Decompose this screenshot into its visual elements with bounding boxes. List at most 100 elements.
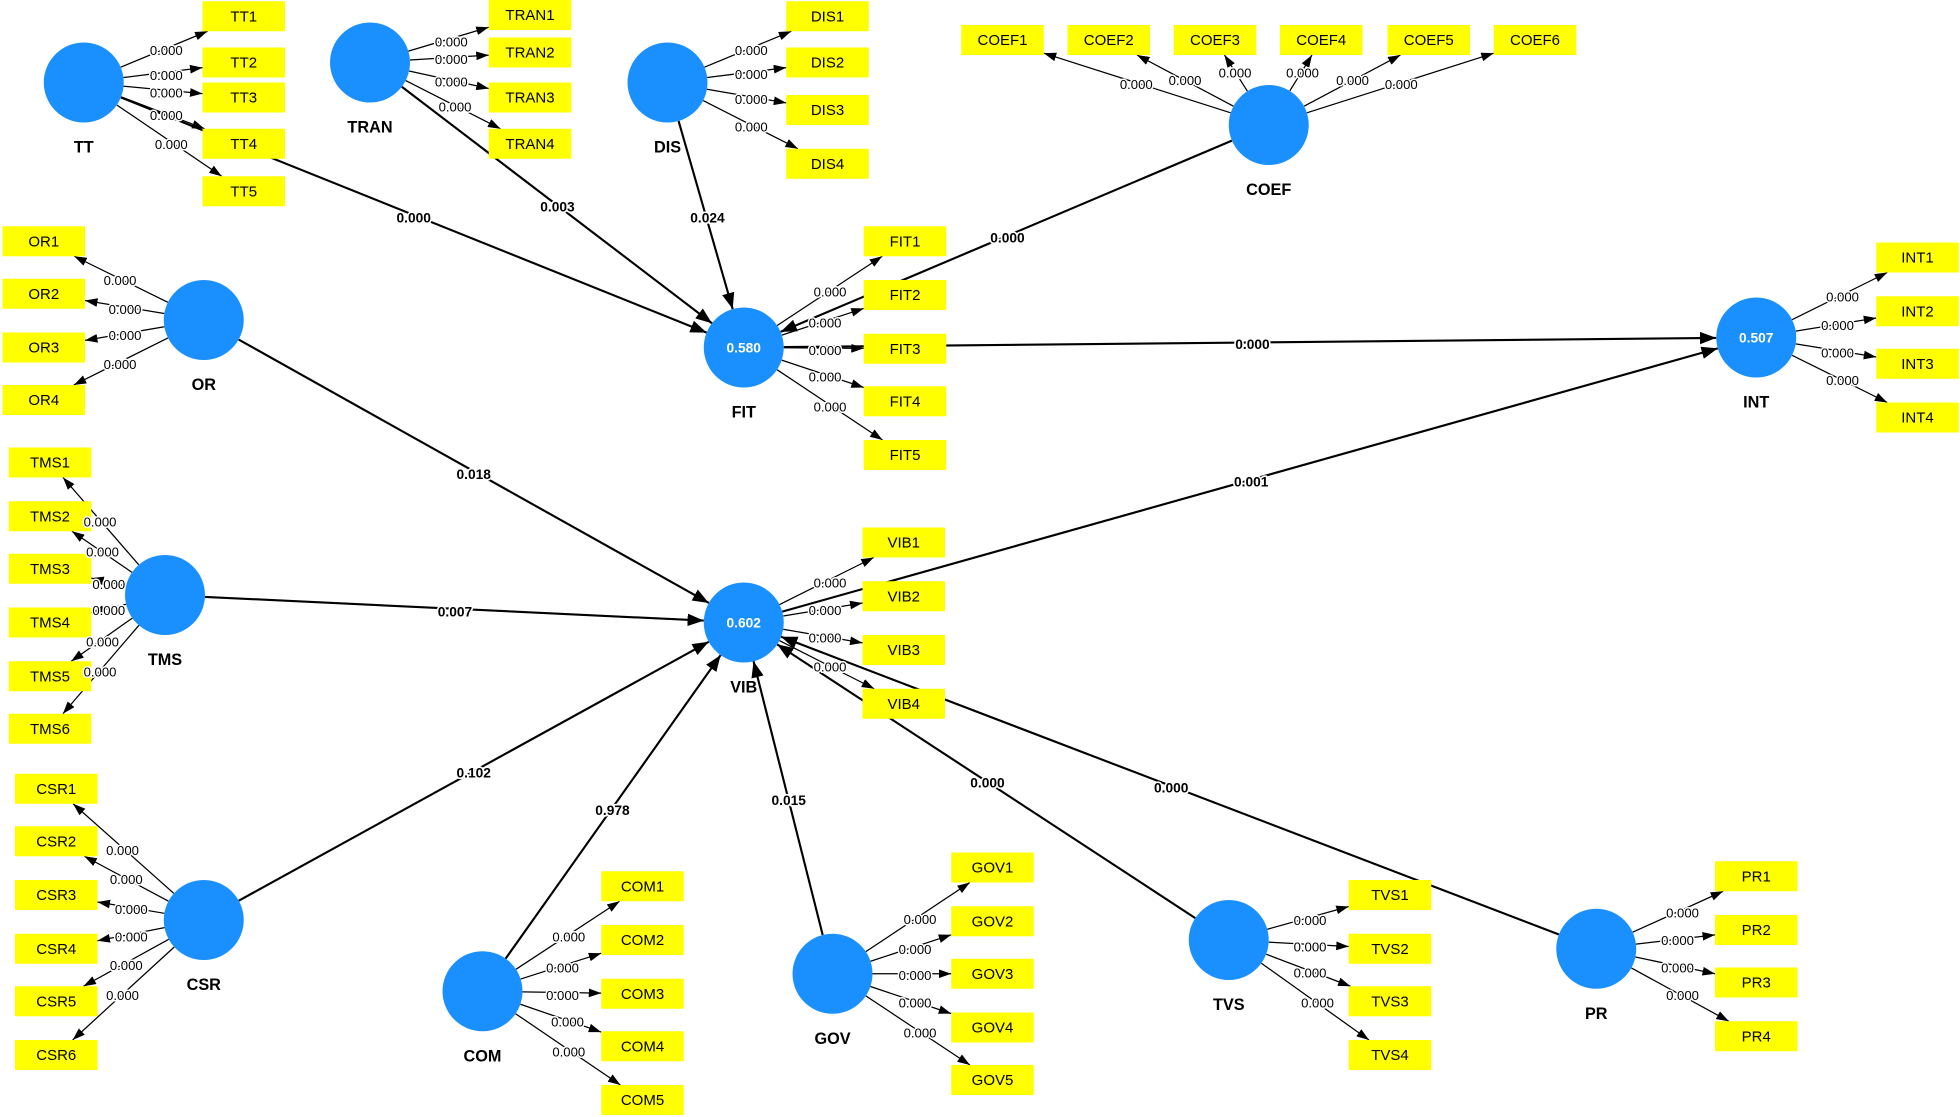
indicator-gov5[interactable]: GOV5: [951, 1065, 1034, 1095]
construct-tvs[interactable]: TVS: [1188, 900, 1269, 1014]
construct-circle-csr[interactable]: [163, 880, 244, 960]
indicator-tt2[interactable]: TT2: [202, 47, 286, 78]
construct-circle-dis[interactable]: [627, 42, 708, 123]
indicator-box-coef1[interactable]: [961, 25, 1044, 56]
indicator-tran2[interactable]: TRAN2: [488, 37, 572, 68]
indicator-csr6[interactable]: CSR6: [15, 1040, 98, 1070]
indicator-box-csr6[interactable]: [15, 1040, 98, 1070]
indicator-box-com2[interactable]: [601, 925, 684, 955]
indicator-box-tvs3[interactable]: [1348, 986, 1432, 1017]
indicator-box-tvs1[interactable]: [1348, 880, 1432, 910]
indicator-vib3[interactable]: VIB3: [862, 635, 946, 665]
indicator-gov3[interactable]: GOV3: [951, 958, 1034, 989]
indicator-tt3[interactable]: TT3: [202, 82, 286, 113]
indicator-dis3[interactable]: DIS3: [786, 95, 869, 126]
indicator-box-vib1[interactable]: [862, 527, 946, 558]
indicator-com2[interactable]: COM2: [601, 925, 684, 955]
construct-circle-vib[interactable]: [703, 582, 784, 663]
indicator-box-fit1[interactable]: [863, 226, 947, 257]
indicator-coef4[interactable]: COEF4: [1280, 25, 1363, 56]
indicator-csr5[interactable]: CSR5: [15, 986, 98, 1017]
indicator-tms5[interactable]: TMS5: [8, 661, 92, 692]
indicator-tt1[interactable]: TT1: [202, 1, 286, 32]
construct-circle-or[interactable]: [163, 280, 244, 360]
indicator-tms1[interactable]: TMS1: [8, 447, 92, 478]
indicator-box-tran4[interactable]: [488, 128, 572, 159]
indicator-box-pr2[interactable]: [1715, 915, 1798, 945]
indicator-box-csr4[interactable]: [15, 933, 98, 964]
indicator-int3[interactable]: INT3: [1876, 348, 1959, 379]
indicator-tvs1[interactable]: TVS1: [1348, 880, 1432, 910]
construct-dis[interactable]: DIS: [627, 42, 708, 157]
indicator-box-gov3[interactable]: [951, 958, 1034, 989]
indicator-box-or3[interactable]: [2, 332, 86, 363]
construct-circle-tms[interactable]: [125, 555, 205, 635]
indicator-csr3[interactable]: CSR3: [15, 880, 98, 910]
indicator-box-coef2[interactable]: [1067, 25, 1151, 56]
construct-gov[interactable]: GOV: [792, 933, 873, 1048]
indicator-pr3[interactable]: PR3: [1715, 967, 1798, 998]
indicator-csr2[interactable]: CSR2: [15, 826, 98, 857]
indicator-box-vib3[interactable]: [862, 635, 946, 665]
indicator-tt4[interactable]: TT4: [202, 128, 286, 159]
indicator-csr1[interactable]: CSR1: [15, 773, 98, 804]
indicator-or1[interactable]: OR1: [2, 226, 86, 257]
indicator-box-pr3[interactable]: [1715, 967, 1798, 998]
indicator-box-dis4[interactable]: [786, 148, 869, 179]
indicator-coef1[interactable]: COEF1: [961, 25, 1044, 56]
indicator-box-tran2[interactable]: [488, 37, 572, 68]
indicator-box-tran3[interactable]: [488, 82, 572, 113]
indicator-fit2[interactable]: FIT2: [863, 280, 947, 310]
indicator-com5[interactable]: COM5: [601, 1085, 684, 1115]
indicator-tms2[interactable]: TMS2: [8, 501, 92, 532]
indicator-box-int4[interactable]: [1876, 402, 1959, 433]
indicator-box-tvs2[interactable]: [1348, 933, 1432, 964]
indicator-or4[interactable]: OR4: [2, 385, 86, 415]
indicator-box-tt2[interactable]: [202, 47, 286, 78]
construct-circle-gov[interactable]: [792, 933, 873, 1014]
construct-tms[interactable]: TMS: [125, 555, 205, 669]
indicator-gov1[interactable]: GOV1: [951, 852, 1034, 883]
indicator-com4[interactable]: COM4: [601, 1031, 684, 1062]
indicator-coef2[interactable]: COEF2: [1067, 25, 1151, 56]
construct-or[interactable]: OR: [163, 280, 244, 394]
indicator-box-tms5[interactable]: [8, 661, 92, 692]
indicator-box-dis2[interactable]: [786, 47, 869, 78]
indicator-box-coef6[interactable]: [1493, 25, 1577, 56]
indicator-tvs3[interactable]: TVS3: [1348, 986, 1432, 1017]
indicator-box-coef5[interactable]: [1387, 25, 1471, 56]
indicator-pr1[interactable]: PR1: [1715, 861, 1798, 892]
indicator-box-tms4[interactable]: [8, 607, 92, 638]
construct-circle-int[interactable]: [1716, 297, 1797, 378]
indicator-box-int1[interactable]: [1876, 242, 1959, 273]
indicator-dis2[interactable]: DIS2: [786, 47, 869, 78]
indicator-tms3[interactable]: TMS3: [8, 553, 92, 584]
indicator-box-tvs4[interactable]: [1348, 1040, 1432, 1070]
indicator-box-gov4[interactable]: [951, 1012, 1034, 1043]
indicator-box-or2[interactable]: [2, 278, 86, 309]
indicator-box-tms6[interactable]: [8, 713, 92, 744]
indicator-box-gov2[interactable]: [951, 906, 1034, 937]
indicator-coef6[interactable]: COEF6: [1493, 25, 1577, 56]
indicator-box-csr3[interactable]: [15, 880, 98, 910]
indicator-box-tms3[interactable]: [8, 553, 92, 584]
indicator-box-fit4[interactable]: [863, 386, 947, 417]
indicator-box-or4[interactable]: [2, 385, 86, 415]
indicator-box-tms2[interactable]: [8, 501, 92, 532]
indicator-fit5[interactable]: FIT5: [863, 440, 947, 470]
indicator-pr2[interactable]: PR2: [1715, 915, 1798, 945]
indicator-box-or1[interactable]: [2, 226, 86, 257]
construct-circle-com[interactable]: [442, 951, 523, 1032]
construct-circle-coef[interactable]: [1228, 85, 1309, 166]
construct-circle-pr[interactable]: [1556, 908, 1637, 989]
construct-tran[interactable]: TRAN: [330, 22, 410, 137]
indicator-gov2[interactable]: GOV2: [951, 906, 1034, 937]
indicator-or3[interactable]: OR3: [2, 332, 86, 363]
indicator-box-pr1[interactable]: [1715, 861, 1798, 892]
indicator-coef3[interactable]: COEF3: [1173, 25, 1257, 56]
construct-tt[interactable]: TT: [43, 42, 124, 157]
indicator-box-com5[interactable]: [601, 1085, 684, 1115]
indicator-box-coef3[interactable]: [1173, 25, 1257, 56]
